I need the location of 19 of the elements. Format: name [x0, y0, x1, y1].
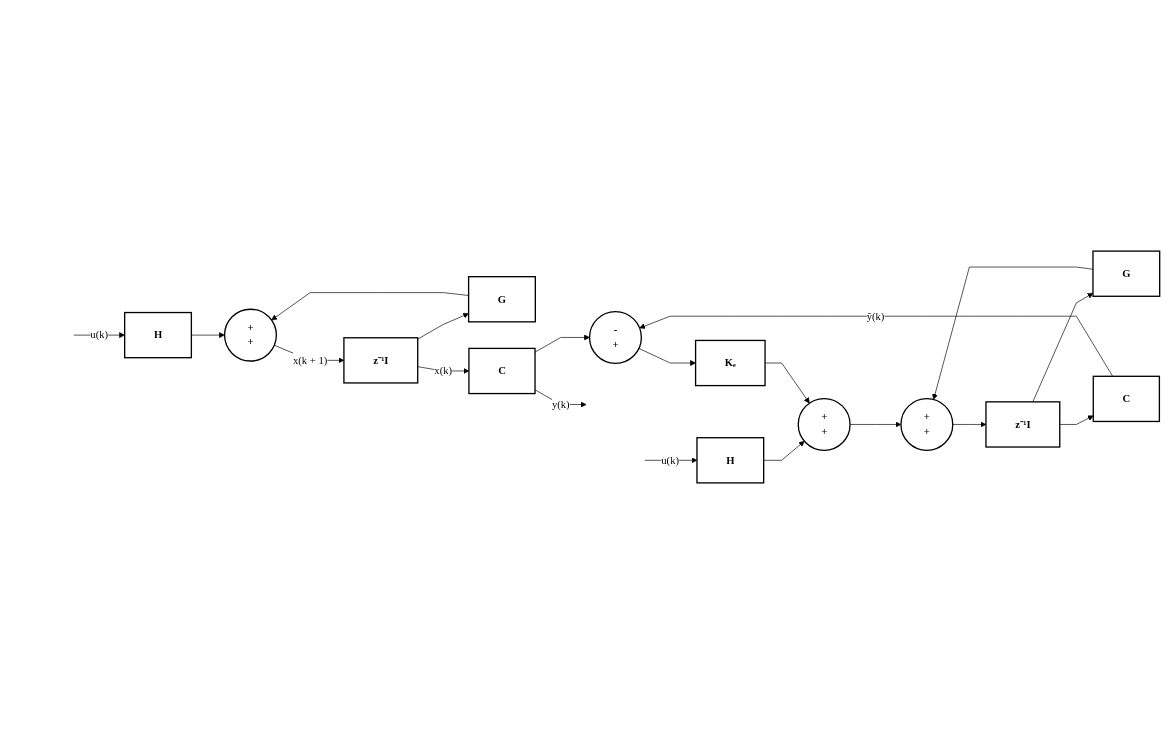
node-box: z⁻¹I	[343, 337, 419, 384]
edge-label: x(k)	[434, 365, 453, 377]
node-box: Kₑ	[694, 339, 766, 387]
node-circle: - +	[588, 310, 643, 364]
node-box: H	[124, 311, 193, 359]
edge-label: u(k)	[90, 329, 109, 341]
edge-label: u(k)	[661, 454, 679, 466]
node-box: H	[696, 437, 765, 484]
node-circle: + +	[797, 397, 851, 451]
node-box: z⁻¹I	[985, 401, 1061, 448]
node-circle: + +	[223, 308, 278, 362]
node-box: C	[1092, 375, 1161, 423]
node-circle: + +	[900, 397, 954, 451]
node-box: C	[468, 347, 536, 395]
edge-label: x(k + 1)	[292, 354, 328, 366]
node-box: G	[467, 276, 536, 323]
edge-label: ỹ(k)	[866, 310, 885, 322]
node-box: G	[1092, 250, 1161, 297]
edge-label: y(k)	[551, 398, 570, 410]
